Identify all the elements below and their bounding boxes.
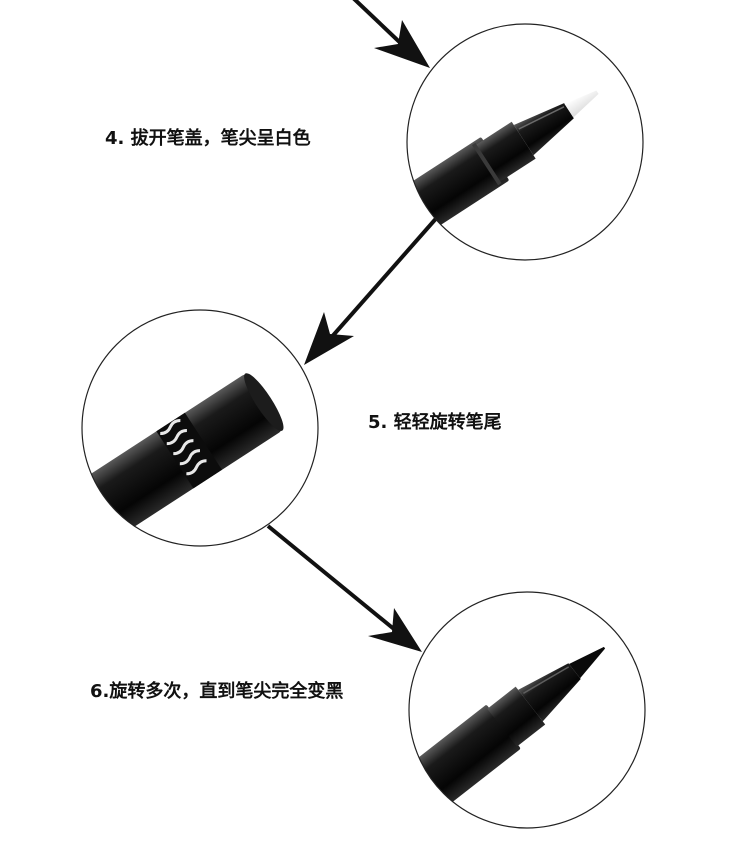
step-4-text: 4. 拔开笔盖，笔尖呈白色 bbox=[105, 128, 311, 149]
arrow-to-step6 bbox=[266, 524, 422, 652]
arrow-to-step5 bbox=[304, 212, 442, 365]
step-5-text: 5. 轻轻旋转笔尾 bbox=[368, 412, 502, 433]
pen-tail-closeup bbox=[81, 309, 319, 547]
arrow-to-step4 bbox=[352, 0, 430, 68]
step-6-text: 6.旋转多次，直到笔尖完全变黑 bbox=[90, 681, 344, 702]
pen-black-tip-closeup bbox=[408, 591, 646, 829]
pen-white-tip-closeup bbox=[406, 23, 644, 261]
